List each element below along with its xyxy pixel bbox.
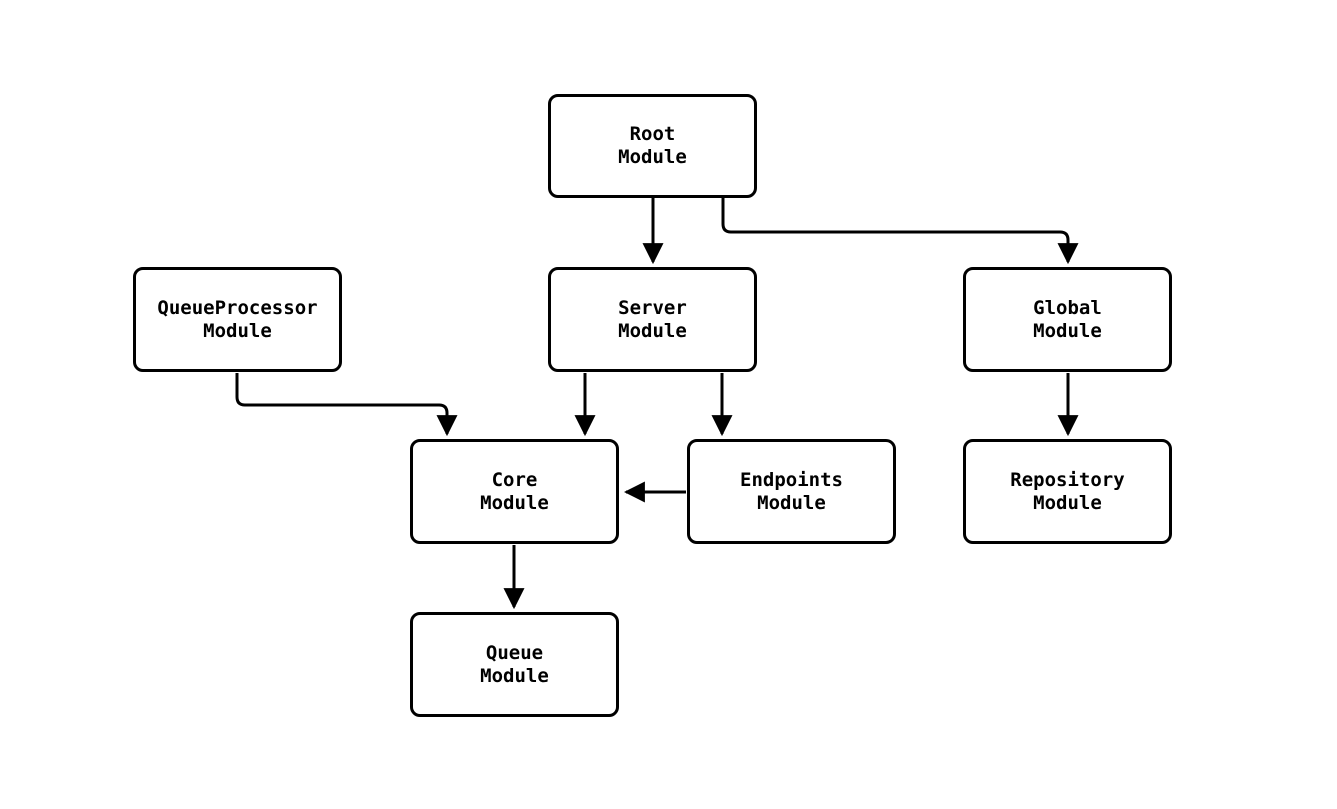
node-endpoints-module: Endpoints Module (687, 439, 896, 544)
node-server-module-label: Server Module (618, 296, 687, 342)
node-queueprocessor-module-label: QueueProcessor Module (157, 296, 318, 342)
node-core-module: Core Module (410, 439, 619, 544)
node-queueprocessor-module: QueueProcessor Module (133, 267, 342, 372)
node-global-module-label: Global Module (1033, 296, 1102, 342)
node-repository-module: Repository Module (963, 439, 1172, 544)
node-queue-module-label: Queue Module (480, 641, 549, 687)
node-server-module: Server Module (548, 267, 757, 372)
node-repository-module-label: Repository Module (1010, 468, 1125, 514)
node-core-module-label: Core Module (480, 468, 549, 514)
node-root-module: Root Module (548, 94, 757, 198)
node-root-module-label: Root Module (618, 123, 687, 168)
node-global-module: Global Module (963, 267, 1172, 372)
edge-queueprocessor-core (235, 373, 458, 437)
node-endpoints-module-label: Endpoints Module (740, 468, 843, 514)
edge-root-global (721, 198, 1079, 265)
node-queue-module: Queue Module (410, 612, 619, 717)
